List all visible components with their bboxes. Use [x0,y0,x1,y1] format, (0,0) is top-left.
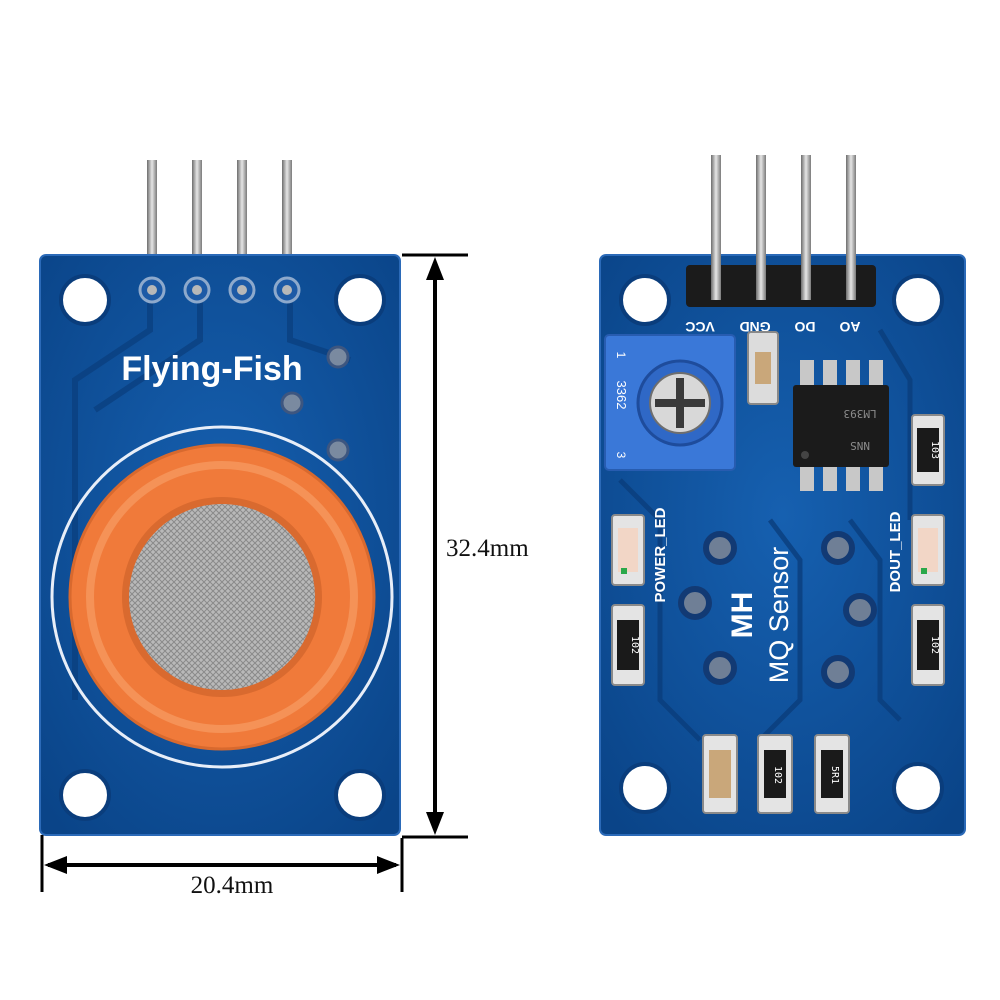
sensor-outline [50,425,394,769]
mounting-hole [334,274,386,326]
potentiometer: 3362 1 3 [604,334,736,471]
front-board: Flying-Fish [39,160,401,836]
dout-led [911,514,945,586]
brand-text: Flying-Fish [121,350,302,388]
mounting-hole [619,762,671,814]
power-led-label: POWER_LED [652,507,669,602]
gas-sensor [68,443,376,751]
dout-led-label: DOUT_LED [887,511,904,592]
solder-joint [326,438,350,462]
resistor-left: 102 [611,604,645,686]
resistor-code: 103 [929,441,940,459]
module-label: MH [726,592,759,639]
resistor-top-right: 103 [911,414,945,486]
pin-label-do: DO [794,319,815,335]
header-housing [686,265,876,307]
resistor-code: 102 [629,636,640,654]
ic-chip: LM393 NNS [793,360,889,491]
mounting-hole [892,762,944,814]
ic-marking-line-1: LM393 [843,407,876,420]
front-pin [237,160,247,260]
power-led [611,514,645,586]
resistor-bottom-left [702,734,738,814]
pin-label-vcc: VCC [685,319,715,335]
pin-label-ao: AO [839,319,860,335]
back-header-pins [686,155,876,307]
dimension-markers: 32.4mm 20.4mm [40,253,529,899]
height-dimension-label: 32.4mm [446,535,529,562]
resistor-code: 5R1 [829,766,840,784]
front-pin [147,160,157,260]
front-header-pads [138,276,301,304]
mounting-hole [59,769,111,821]
mounting-hole [334,769,386,821]
pot-code: 3362 [614,381,629,410]
resistor-right: 102 [911,604,945,686]
resistor-code: 102 [929,636,940,654]
front-header-pins [147,160,292,260]
mounting-hole [59,274,111,326]
mounting-hole [619,274,671,326]
front-pin [192,160,202,260]
resistor-bottom-mid: 102 [757,734,793,814]
sensor-label: MQ Sensor [764,547,794,684]
solder-joint [326,345,350,369]
front-pin [282,160,292,260]
sensor-solder-joints [678,531,877,689]
pot-pin-3: 3 [614,452,628,459]
resistor-bottom-right: 5R1 [814,734,850,814]
ic-marking-line-2: NNS [850,439,870,452]
resistor-code: 102 [772,766,783,784]
solder-joint [280,391,304,415]
pot-pin-1: 1 [614,352,628,359]
mounting-hole [892,274,944,326]
back-board: VCC GND DO AO 3362 1 3 [599,155,966,836]
sensor-mesh [129,504,315,690]
width-dimension-label: 20.4mm [191,872,274,899]
